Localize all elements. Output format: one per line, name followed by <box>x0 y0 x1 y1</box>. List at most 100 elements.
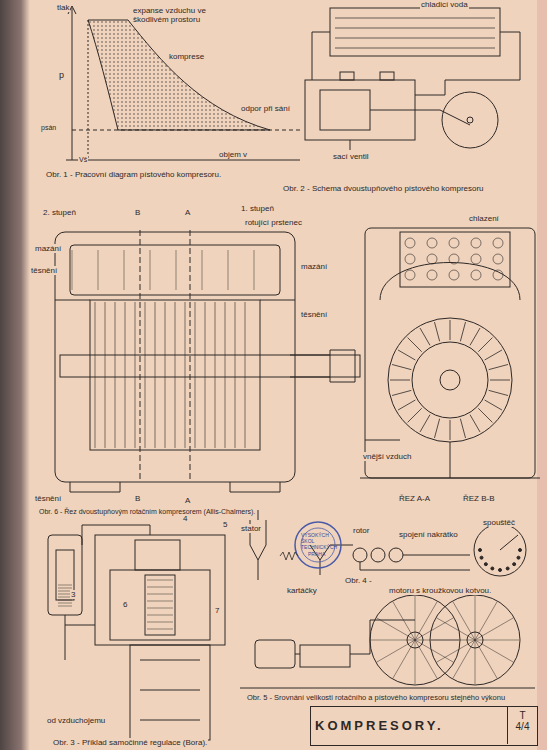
title-box: KOMPRESORY.T 4/4 <box>310 706 538 746</box>
drawing-stroke <box>437 640 475 662</box>
part-label: těsnění <box>30 266 58 275</box>
drawing-stroke <box>430 595 520 685</box>
drawing-stroke <box>484 563 487 566</box>
drawing-stroke <box>58 600 72 601</box>
drawing-stroke <box>491 567 494 570</box>
drawing-stroke <box>140 660 200 720</box>
part-label: PRAHA <box>307 552 326 558</box>
drawing-stroke <box>135 302 136 448</box>
drawing-stroke <box>519 549 522 552</box>
drawing-stroke <box>460 419 465 438</box>
drawing-stroke <box>130 645 210 740</box>
part-label: motoru s kroužkovou kotvou. <box>388 586 492 595</box>
drawing-stroke <box>490 380 510 381</box>
drawing-stroke <box>388 318 512 442</box>
drawing-stroke <box>380 263 520 301</box>
drawing-stroke <box>475 602 497 640</box>
drawing-stroke <box>453 640 475 678</box>
drawing-stroke <box>330 545 470 570</box>
part-label: A <box>184 496 191 505</box>
drawing-stroke <box>176 250 177 290</box>
drawing-stroke <box>420 328 430 345</box>
part-label: 2. stupeň <box>42 208 77 217</box>
drawing-stroke <box>453 602 475 640</box>
drawing-stroke <box>205 302 206 448</box>
callout-number: 6 <box>122 600 128 609</box>
drawing-stroke <box>240 620 535 688</box>
drawing-stroke <box>202 250 203 290</box>
drawing-stroke <box>254 250 255 290</box>
drawing-stroke <box>125 302 126 448</box>
drawing-stroke <box>449 254 459 264</box>
drawing-stroke <box>500 535 518 550</box>
drawing-stroke <box>55 300 295 301</box>
part-label: chlazení <box>468 214 500 223</box>
drawing-stroke <box>506 567 509 570</box>
part-label: vnější vzduch <box>362 452 412 461</box>
drawing-stroke <box>312 32 520 80</box>
drawing-stroke <box>58 606 72 607</box>
drawing-stroke <box>537 0 547 750</box>
drawing-stroke <box>405 254 415 264</box>
drawing-stroke <box>110 570 210 640</box>
drawing-stroke <box>370 110 470 125</box>
part-label: mazání <box>34 244 62 253</box>
drawing-stroke <box>124 250 125 290</box>
drawing-stroke <box>449 270 459 280</box>
drawing-stroke <box>377 640 415 662</box>
drawing-stroke <box>72 250 73 290</box>
drawing-stroke <box>320 90 370 130</box>
drawing-stroke <box>427 238 437 248</box>
drawing-stroke <box>442 92 498 148</box>
drawing-stroke <box>392 364 411 369</box>
drawing-stroke <box>475 640 497 678</box>
drawing-stroke <box>115 302 116 448</box>
drawing-stroke <box>471 254 481 264</box>
drawing-stroke <box>400 232 510 287</box>
drawing-stroke <box>95 302 96 448</box>
drawing-stroke <box>437 618 475 640</box>
drawing-stroke <box>195 302 196 448</box>
part-label: 1. stupeň <box>240 204 275 213</box>
drawing-stroke <box>55 232 295 482</box>
drawing-stroke <box>147 615 173 616</box>
part-label: B <box>134 208 141 217</box>
drawing-stroke <box>499 569 502 572</box>
drawing-stroke <box>480 556 483 559</box>
drawing-stroke <box>478 338 492 352</box>
part-label: expanse vzduchu ve škodlivém prostoru <box>132 6 222 24</box>
drawing-stroke <box>135 540 180 570</box>
drawing-stroke <box>48 535 82 615</box>
drawing-stroke <box>398 400 415 410</box>
drawing-stroke <box>70 245 280 295</box>
drawing-stroke <box>0 0 30 750</box>
drawing-stroke <box>415 602 437 640</box>
drawing-stroke <box>390 380 410 381</box>
drawing-stroke <box>431 640 475 641</box>
part-label: stator <box>240 524 262 533</box>
drawing-stroke <box>393 602 415 640</box>
drawing-stroke <box>250 510 266 580</box>
drawing-stroke <box>485 350 502 360</box>
drawing-stroke <box>489 364 508 369</box>
drawing-stroke <box>95 535 225 645</box>
drawing-stroke <box>145 575 175 635</box>
drawing-stroke <box>147 601 173 602</box>
drawing-stroke <box>147 629 173 630</box>
drawing-stroke <box>145 302 146 448</box>
drawing-stroke <box>405 238 415 248</box>
drawing-stroke <box>450 320 451 340</box>
drawing-stroke <box>165 302 166 448</box>
drawing-stroke <box>440 370 460 390</box>
part-label: VYSOKÝCH ŠKOL TECHNICKÝCH <box>300 533 338 550</box>
callout-number: 7 <box>214 606 220 615</box>
drawing-stroke <box>360 440 540 478</box>
part-label: od vzduchojemu <box>46 716 106 725</box>
drawing-stroke <box>185 302 186 448</box>
part-label: Obr. 6 - Řez dvoustupňovým rotačním komp… <box>38 508 256 516</box>
part-label: Obr. 5 - Srovnání velikosti rotačního a … <box>246 694 506 703</box>
drawing-stroke <box>280 552 298 560</box>
drawing-stroke <box>420 415 430 432</box>
drawing-stroke <box>155 302 156 448</box>
drawing-stroke <box>353 548 367 562</box>
